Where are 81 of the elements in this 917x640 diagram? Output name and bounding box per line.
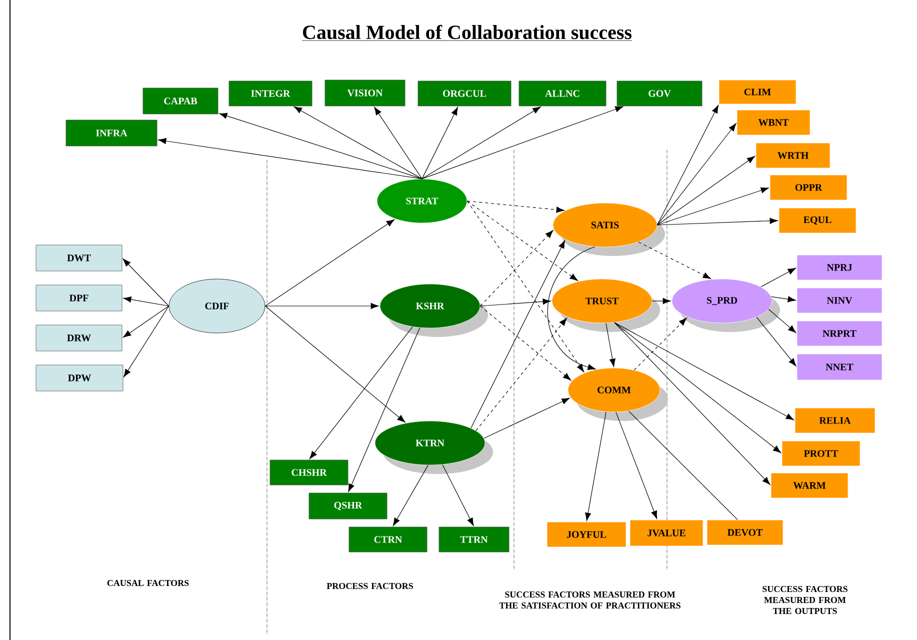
arrow [348, 327, 420, 492]
factor-box: CHSHR [270, 460, 348, 486]
arrow [616, 412, 658, 519]
factor-box: RELIA [794, 408, 876, 434]
title: Causal Model of Collaboration success [302, 24, 632, 41]
arrow [466, 200, 564, 213]
arrow [470, 240, 566, 428]
arrow [484, 398, 570, 439]
arrow [480, 306, 572, 381]
column-label: PROCESS FACTORS [326, 582, 413, 590]
factor-box: DPF [36, 284, 122, 312]
arrow [466, 200, 578, 281]
arrow [264, 219, 394, 306]
factor-box: GOV [616, 80, 702, 106]
arrow [294, 106, 422, 180]
arrow [756, 316, 796, 366]
factor-box: JOYFUL [546, 522, 626, 548]
factor-box: WRTH [756, 142, 830, 168]
factor-box: WBNT [736, 110, 810, 136]
arrow [638, 242, 712, 279]
arrow [656, 123, 736, 226]
column-label: SUCCESS FACTORS MEASURED FROM THE OUTPUTS [762, 586, 848, 614]
arrow [374, 106, 422, 180]
factor-box: ORGCUL [418, 80, 512, 106]
arrow [442, 464, 474, 526]
arrow [656, 218, 778, 226]
arrow [264, 302, 379, 310]
factor-box: INTEGR [228, 80, 312, 106]
arrow [480, 230, 554, 306]
arrow [310, 326, 413, 460]
factor-box: INFRA [66, 120, 158, 146]
arrow [123, 296, 170, 306]
arrow [606, 322, 616, 367]
factor-box: DRW [36, 324, 122, 352]
arrow [422, 106, 541, 180]
arrow [422, 107, 458, 180]
factor-box: NPRJ [796, 254, 882, 280]
factor-box: VISION [324, 80, 406, 106]
arrow [466, 200, 584, 372]
factor-box: CTRN [348, 526, 428, 552]
factor-box: EQUL [778, 208, 856, 234]
arrow [760, 268, 796, 288]
arrow [652, 298, 671, 304]
arrow [768, 308, 796, 333]
factor-box: WARM [770, 472, 848, 498]
arrow [122, 258, 170, 306]
arrow [476, 318, 567, 431]
factor-box: DPW [36, 364, 124, 392]
arrow [614, 322, 782, 454]
arrow [422, 106, 624, 180]
arrow [656, 156, 756, 226]
factor-box: TTRN [438, 526, 510, 552]
factor-box: NNET [796, 354, 882, 380]
factor-box: CLIM [718, 80, 796, 104]
arrow [656, 187, 769, 226]
factor-box: QSHR [308, 492, 388, 520]
arrow [656, 105, 719, 226]
factor-box: ALLNC [518, 80, 606, 106]
factor-box: JVALUE [630, 520, 704, 546]
factor-box: CAPAB [142, 88, 218, 114]
column-label: SUCCESS FACTORS MEASURED FROM THE SATISFACTION OF PRACTITIONERS [499, 591, 680, 609]
arrow [122, 306, 170, 338]
arrow [614, 322, 770, 485]
column-label: CAUSAL FACTORS [107, 580, 189, 586]
arrow [158, 138, 422, 180]
arrow [480, 298, 551, 306]
factor-box: DEVOT [706, 520, 784, 546]
factor-box: PROTT [782, 440, 860, 466]
factor-box: OPPR [770, 174, 848, 200]
arrow [392, 464, 428, 526]
arrow [264, 306, 406, 422]
factor-box: NRPRT [796, 320, 882, 346]
arrow [614, 322, 794, 420]
factor-box: NINV [796, 288, 882, 314]
factor-box: DWT [36, 244, 122, 272]
arrow [770, 296, 796, 302]
arrow [634, 318, 687, 370]
arrow [219, 112, 422, 180]
arrow [547, 246, 596, 370]
arrow [585, 412, 606, 521]
arrow [124, 306, 170, 378]
